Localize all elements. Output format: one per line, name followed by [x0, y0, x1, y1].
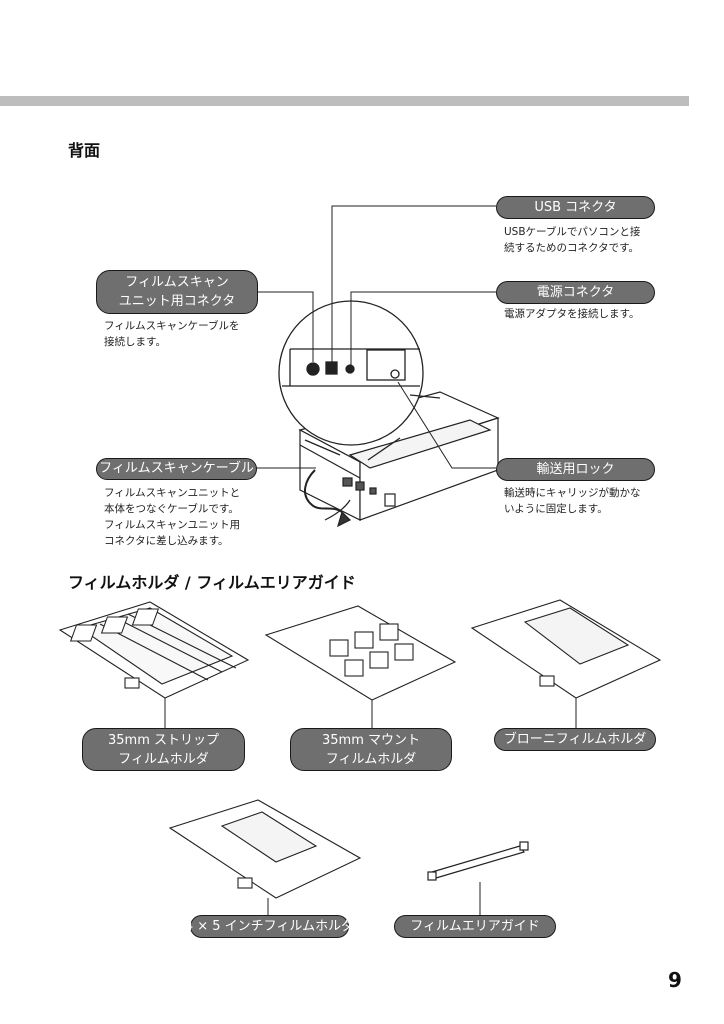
film-scan-unit-connector-label: フィルムスキャン ユニット用コネクタ	[96, 270, 258, 314]
transport-lock-label: 輸送用ロック	[496, 458, 655, 481]
film-scan-cable-label: フィルムスキャンケーブル	[96, 458, 257, 480]
mount-holder-label: 35mm マウント フィルムホルダ	[290, 728, 452, 771]
power-connector-label: 電源コネクタ	[496, 281, 655, 304]
power-connector-desc: 電源アダプタを接続します。	[504, 308, 640, 320]
brownie-holder-drawing	[470, 599, 662, 728]
usb-connector-label: USB コネクタ	[496, 196, 655, 219]
four-by-five-holder-drawing	[168, 799, 362, 915]
area-guide-drawing	[427, 841, 529, 915]
area-guide-label: フィルムエリアガイド	[394, 915, 556, 938]
section-heading-back: 背面	[68, 141, 101, 160]
brownie-holder-label: ブローニフィルムホルダ	[494, 728, 656, 751]
page-number: 9	[668, 968, 682, 992]
header-bar	[0, 96, 689, 106]
usb-connector-desc: USBケーブルでパソコンと接 続するためのコネクタです。	[504, 226, 641, 254]
four-by-five-holder-label: 4 × 5 インチフィルムホルダ	[185, 915, 354, 938]
mount-holder-drawing	[69, 605, 457, 728]
strip-holder-label: 35mm ストリップ フィルムホルダ	[82, 728, 245, 771]
film-scan-unit-connector-desc: フィルムスキャンケーブルを 接続します。	[104, 320, 240, 348]
film-scan-cable-desc: フィルムスキャンユニットと 本体をつなぐケーブルです。 フィルムスキャンユニット…	[104, 487, 241, 547]
transport-lock-desc: 輸送時にキャリッジが動かな いように固定します。	[504, 487, 641, 515]
leader-lines	[256, 205, 496, 469]
section-heading-holders: フィルムホルダ / フィルムエリアガイド	[68, 573, 356, 592]
